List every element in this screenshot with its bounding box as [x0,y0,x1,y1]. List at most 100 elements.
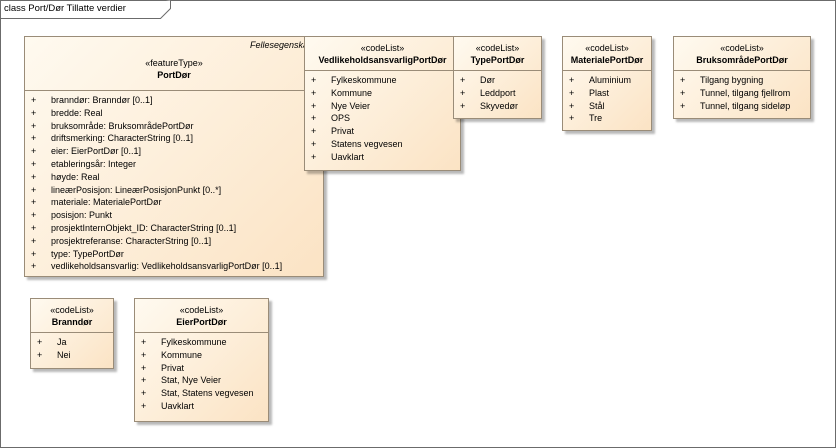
class-materialeportdor[interactable]: «codeList» MaterialePortDør +Aluminium+P… [562,36,652,131]
class-bruksomradeportdor[interactable]: «codeList» BruksområdePortDør + Tilgang b… [673,36,811,119]
class-name: TypePortDør [470,55,525,65]
value-list: +Dør + Leddport + Skyvedør [454,71,541,112]
class-name: VedlikeholdsansvarligPortDør [318,55,447,65]
list-item: + Skyvedør [458,100,541,113]
item-text: etableringsår: Integer [51,158,137,169]
list-item: +Nye Veier [309,100,460,113]
class-typeportdor[interactable]: «codeList» TypePortDør +Dør + Leddport + Sky… [453,36,542,119]
item-text: vedlikeholdsansvarlig: Vedlikeholdsansva… [51,261,283,272]
visibility-marker: + [680,75,686,85]
visibility-marker: + [37,349,43,360]
visibility-marker: + [311,75,317,85]
list-item: +OPS [309,112,460,125]
visibility-marker: + [31,120,37,131]
item-text: Dør [480,75,495,85]
class-eierportdor[interactable]: «codeList» EierPortDør + Fylkeskommune + Ko… [134,298,269,422]
list-item: +bredde: Real [29,107,323,120]
item-text: Leddport [480,87,516,98]
list-item: + høyde: Real [29,171,323,184]
visibility-marker: + [31,146,37,157]
item-text: Tilgang bygning [700,75,764,85]
class-branndor[interactable]: «codeList» Branndør +Ja+Nei [30,298,114,369]
class-vedlikeholdsansvarlig[interactable]: «codeList» VedlikeholdsansvarligPortDør … [304,36,461,171]
list-item: +Ja [35,336,113,349]
visibility-marker: + [31,222,37,233]
list-item: +Stat, Statens vegvesen [139,387,268,400]
visibility-marker: + [569,100,575,111]
value-list: +Ja+Nei [31,333,113,362]
visibility-marker: + [31,210,37,221]
visibility-marker: + [680,87,686,98]
list-item: +Tre [567,112,651,125]
list-item: + vedlikeholdsansvarlig: Vedlikeholdsansv… [29,260,323,273]
class-header: «codeList» BruksområdePortDør [674,37,810,71]
list-item: +Statens vegvesen [309,138,460,151]
visibility-marker: + [31,133,37,144]
list-item: +Uavklart [309,151,460,164]
item-text: eier: EierPortDør [0..1] [51,146,142,157]
item-text: Kommune [161,349,203,360]
visibility-marker: + [31,261,37,272]
visibility-marker: + [141,362,147,373]
class-header: «codeList» VedlikeholdsansvarligPortDør [305,37,460,71]
class-portdor[interactable]: Fellesegenskaper «featureType» PortDør +… [24,36,324,277]
item-text: Fylkeskommune [331,75,397,85]
list-item: +Dør [458,74,541,87]
visibility-marker: + [31,171,37,182]
stereotype-label: «codeList» [585,43,629,53]
visibility-marker: + [569,87,575,98]
visibility-marker: + [141,349,147,360]
item-text: bredde: Real [51,107,103,118]
item-text: OPS [331,113,351,124]
item-text: type: TypePortDør [51,248,124,259]
visibility-marker: + [460,100,466,111]
package-label: Fellesegenskaper [249,40,321,50]
class-header: «codeList» EierPortDør [135,299,268,333]
class-name: BruksområdePortDør [696,55,788,65]
frame-tab-outline [0,0,171,19]
item-text: prosjektreferanse: CharacterString [0..1… [51,235,212,246]
class-header: «codeList» Branndør [31,299,113,333]
item-text: Statens vegvesen [331,138,403,149]
attribute-list: +branndør: Branndør [0..1]+bredde: Real+… [25,91,323,273]
stereotype-label: «featureType» [145,58,203,68]
item-text: bruksområde: BruksområdePortDør [51,120,194,131]
item-text: driftsmerking: CharacterString [0..1] [51,133,194,144]
list-item: +Aluminium [567,74,651,87]
item-text: prosjektInternObjekt_ID: CharacterString… [51,222,237,233]
item-text: Uavklart [331,151,365,162]
stereotype-label: «codeList» [179,305,224,315]
item-text: Tunnel, tilgang fjellrom [700,87,791,98]
item-text: Privat [331,126,355,137]
list-item: + Kommune [139,349,268,362]
visibility-marker: + [31,95,37,105]
list-item: + Fylkeskommune [139,336,268,349]
value-list: +Aluminium+Plast+Stål+Tre [563,71,651,125]
list-item: +Nei [35,349,113,362]
list-item: + Tunnel, tilgang fjellrom [678,87,810,100]
visibility-marker: + [311,126,317,137]
item-text: branndør: Branndør [0..1] [51,95,153,105]
item-text: materiale: MaterialePortDør [51,197,162,208]
stereotype-label: «codeList» [475,43,520,53]
visibility-marker: + [680,100,686,111]
class-name: EierPortDør [176,317,227,327]
item-text: høyde: Real [51,171,100,182]
visibility-marker: + [141,337,147,347]
visibility-marker: + [31,235,37,246]
item-text: Privat [161,362,185,373]
visibility-marker: + [31,248,37,259]
item-text: Uavklart [161,400,195,411]
item-text: Skyvedør [480,100,519,111]
visibility-marker: + [141,400,147,411]
stereotype-label: «codeList» [50,305,94,315]
item-text: posisjon: Punkt [51,210,113,221]
visibility-marker: + [141,375,147,386]
class-header: Fellesegenskaper «featureType» PortDør [25,37,323,91]
item-text: Plast [589,87,610,98]
list-item: + Fylkeskommune [309,74,460,87]
list-item: +Stat, Nye Veier [139,374,268,387]
diagram-title: class Port/Dør Tillatte verdier [4,3,126,14]
list-item: +Kommune [309,87,460,100]
item-text: Fylkeskommune [161,337,227,347]
